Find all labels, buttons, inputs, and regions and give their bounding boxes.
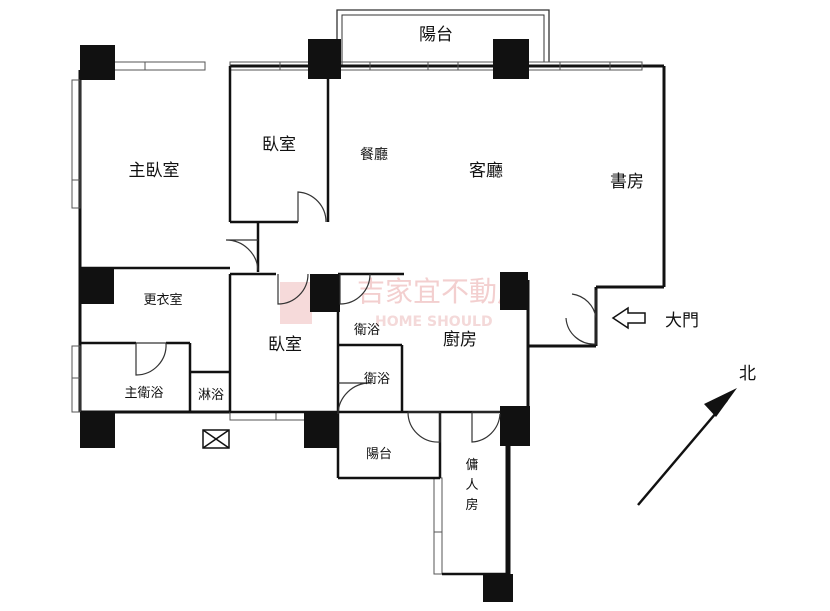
balcony-top [336,9,550,65]
watermark-english: HOME SHOULD [375,314,493,330]
dining-label: 餐廳 [360,146,388,163]
bedroom-small-label: 臥室 [262,135,296,155]
columns [80,39,530,602]
walk-in-closet-label: 更衣室 [143,292,182,308]
bedroom-second-label: 臥室 [268,335,302,355]
maid-room-label-1: 傭 [465,457,478,473]
doors [135,191,597,443]
maid-room-label-2: 人 [465,478,478,493]
balcony-bottom-label: 陽台 [366,447,392,462]
maid-room-label-3: 房 [465,497,478,513]
bath-2-label: 衛浴 [364,372,390,387]
master-bath-label: 主衛浴 [124,386,163,401]
compass-label: 北 [739,364,756,384]
shower-label: 淋浴 [198,388,224,403]
watermark: 吉家宜不動產 HOME SHOULD [280,275,525,330]
master-bedroom-label: 主臥室 [129,161,180,181]
exterior-walls [78,64,666,414]
watermark-text: 吉家宜不動產 [357,275,525,308]
entrance-label: 大門 [665,311,699,331]
north-arrow-icon [637,388,737,506]
balcony-top-label: 陽台 [419,25,453,45]
arrow-left-outline-icon [611,306,646,330]
living-label: 客廳 [469,161,503,181]
entrance: 大門 [611,306,699,331]
bath-1-label: 衛浴 [354,323,380,338]
utility-box [202,429,230,449]
windows [71,61,643,575]
compass: 北 [637,364,756,506]
study-label: 書房 [610,172,644,192]
kitchen-label: 廚房 [443,329,477,350]
